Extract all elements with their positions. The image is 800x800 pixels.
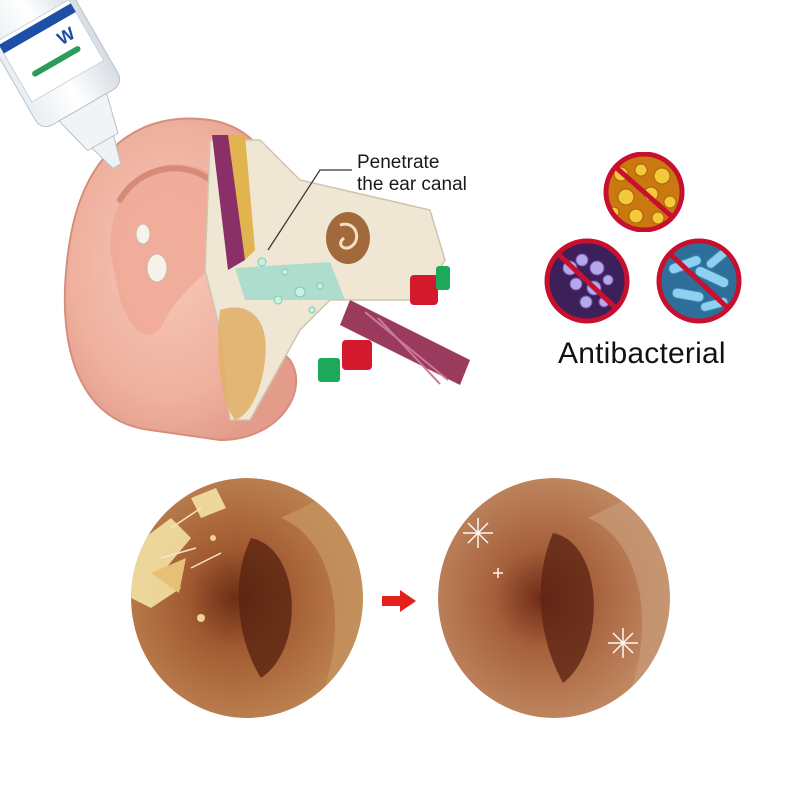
ear-anatomy-illustration: W xyxy=(0,0,470,442)
drop xyxy=(146,253,168,283)
purple-virus-icon xyxy=(544,238,630,324)
antibacterial-label: Antibacterial xyxy=(558,337,726,370)
dropper-bottle: W xyxy=(0,0,122,169)
callout-text: Penetrate the ear canal xyxy=(357,152,467,196)
cochlea xyxy=(326,212,370,264)
callout-line-1: Penetrate xyxy=(357,152,440,173)
callout-leader xyxy=(267,169,352,251)
before-ear-canal-photo xyxy=(131,478,363,718)
blue-bacilli-icon xyxy=(656,238,742,324)
drop xyxy=(135,223,151,245)
yellow-bacteria-icon xyxy=(603,152,685,232)
after-ear-canal-photo xyxy=(438,478,670,718)
right-arrow-icon xyxy=(382,590,416,612)
callout-line-2: the ear canal xyxy=(357,174,467,195)
